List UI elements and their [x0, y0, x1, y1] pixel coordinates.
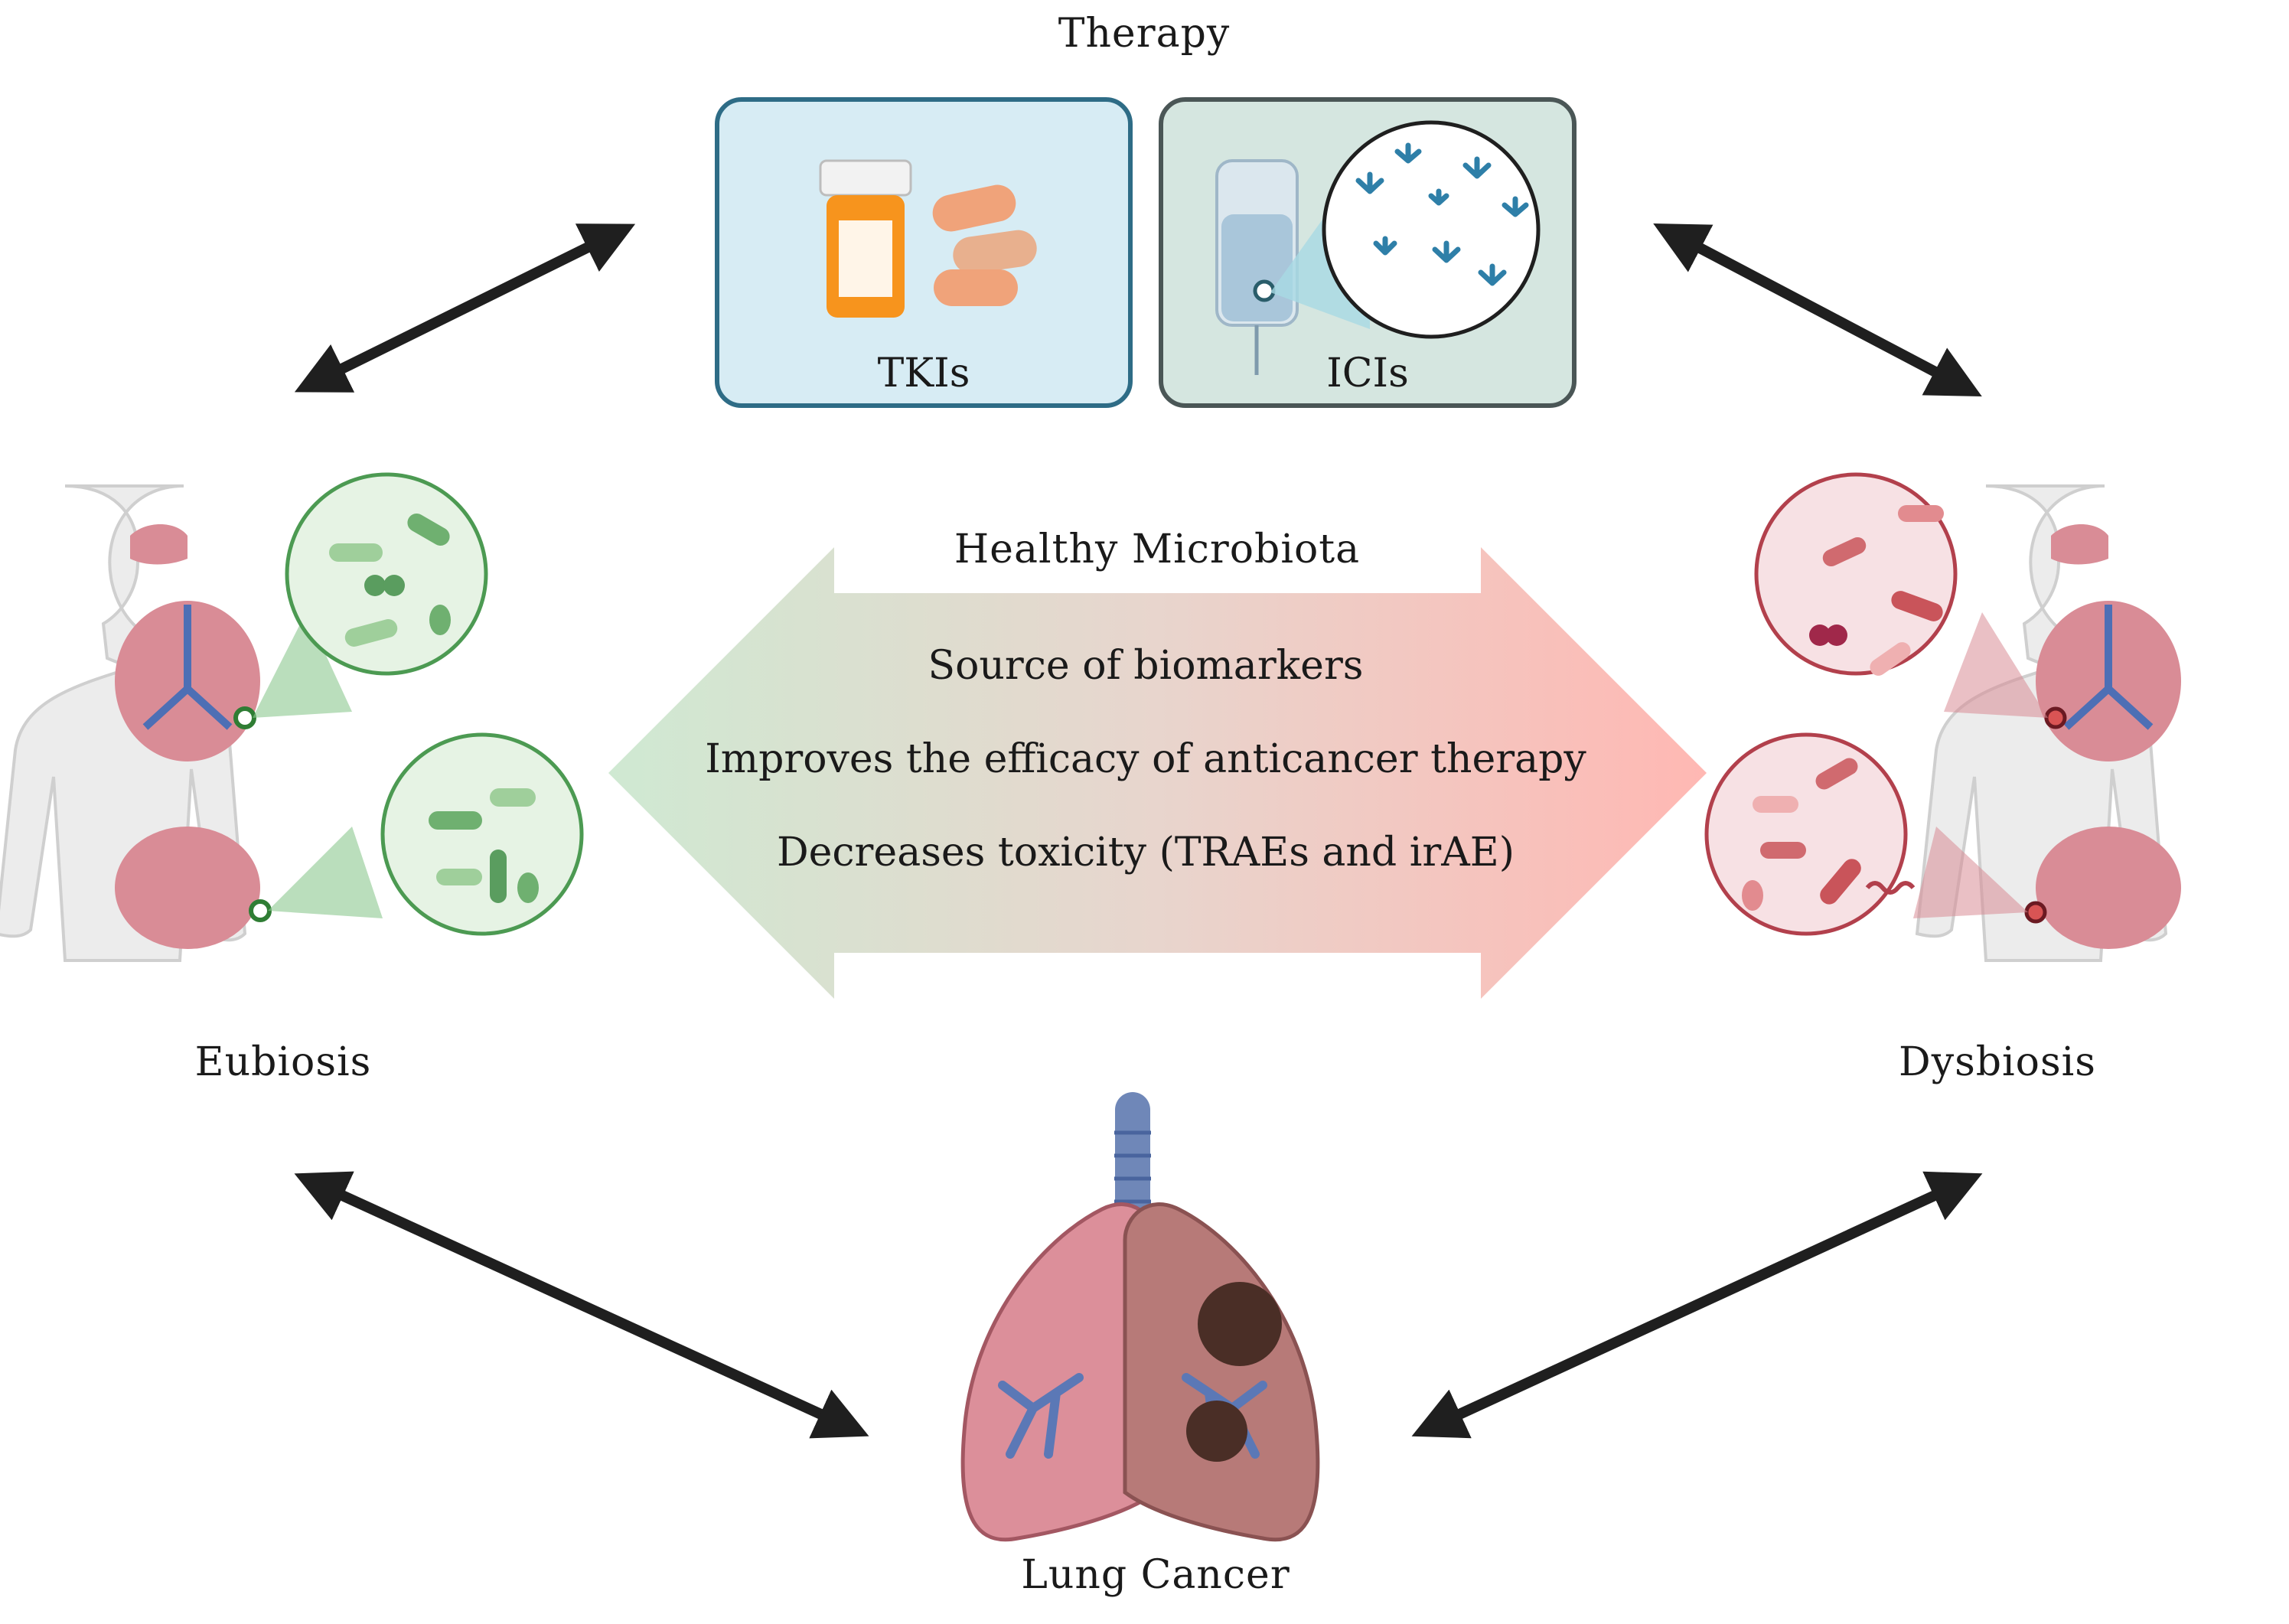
healthy-microbiota-title: Healthy Microbiota: [954, 527, 1361, 572]
tumor-large: [1198, 1282, 1282, 1366]
head-cavity-left: [130, 524, 187, 565]
benefit-biomarkers: Source of biomarkers: [928, 643, 1364, 689]
right-lung: [1123, 1202, 1320, 1542]
benefit-efficacy: Improves the efficacy of anticancer ther…: [705, 736, 1586, 782]
capsule-icon: [932, 184, 1037, 306]
lung-sample-marker-right: [2044, 706, 2067, 729]
gut-zoom-cone-left: [268, 827, 383, 918]
lung-cancer-illustration: [960, 1092, 1320, 1542]
intestine-left: [115, 827, 260, 949]
dysbiosis-figure: [1704, 472, 2181, 962]
arrow-eubiosis-therapy: [294, 223, 636, 393]
dysbiosis-label: Dysbiosis: [1899, 1039, 2096, 1085]
lung-cancer-label: Lung Cancer: [1021, 1552, 1290, 1598]
tumor-small: [1186, 1401, 1247, 1462]
therapy-title: Therapy: [1058, 11, 1231, 57]
lung-zoom-cone-right: [1944, 612, 2048, 718]
bronchi-left: [998, 1373, 1084, 1459]
healthy-microbiota-arrow: [608, 547, 1707, 999]
benefit-toxicity: Decreases toxicity (TRAEs and irAE): [776, 830, 1515, 876]
antibody-magnifier-icon: [1322, 120, 1541, 339]
microbiome-magnifier-gut-right: [1704, 732, 1916, 936]
airways-left: [142, 605, 233, 730]
airways-right: [2063, 605, 2154, 730]
microbiome-magnifier-lung-right: [1754, 472, 1958, 676]
intestine-right: [2036, 827, 2181, 949]
connector-arrows: [294, 223, 1983, 1439]
lung-sample-marker-left: [233, 706, 256, 729]
pill-bottle-icon: [819, 159, 912, 318]
microbiome-magnifier-lung-left: [285, 472, 488, 676]
lung-zoom-cone-left: [253, 612, 352, 718]
arrow-lungcancer-dysbiosis: [1411, 1171, 1983, 1439]
gut-sample-marker-right: [2024, 901, 2047, 924]
microbiome-magnifier-gut-left: [380, 732, 584, 936]
gut-sample-marker-left: [249, 899, 272, 922]
head-cavity-right: [2051, 524, 2108, 565]
gut-zoom-cone-right: [1913, 827, 2028, 918]
eubiosis-label: Eubiosis: [194, 1039, 372, 1085]
tkis-label: TKIs: [877, 351, 970, 396]
arrow-therapy-dysbiosis: [1653, 223, 1982, 397]
eubiosis-figure: [0, 472, 584, 962]
icis-label: ICIs: [1326, 351, 1409, 396]
arrow-eubiosis-lungcancer: [294, 1171, 869, 1439]
therapy-group: [715, 97, 1577, 408]
